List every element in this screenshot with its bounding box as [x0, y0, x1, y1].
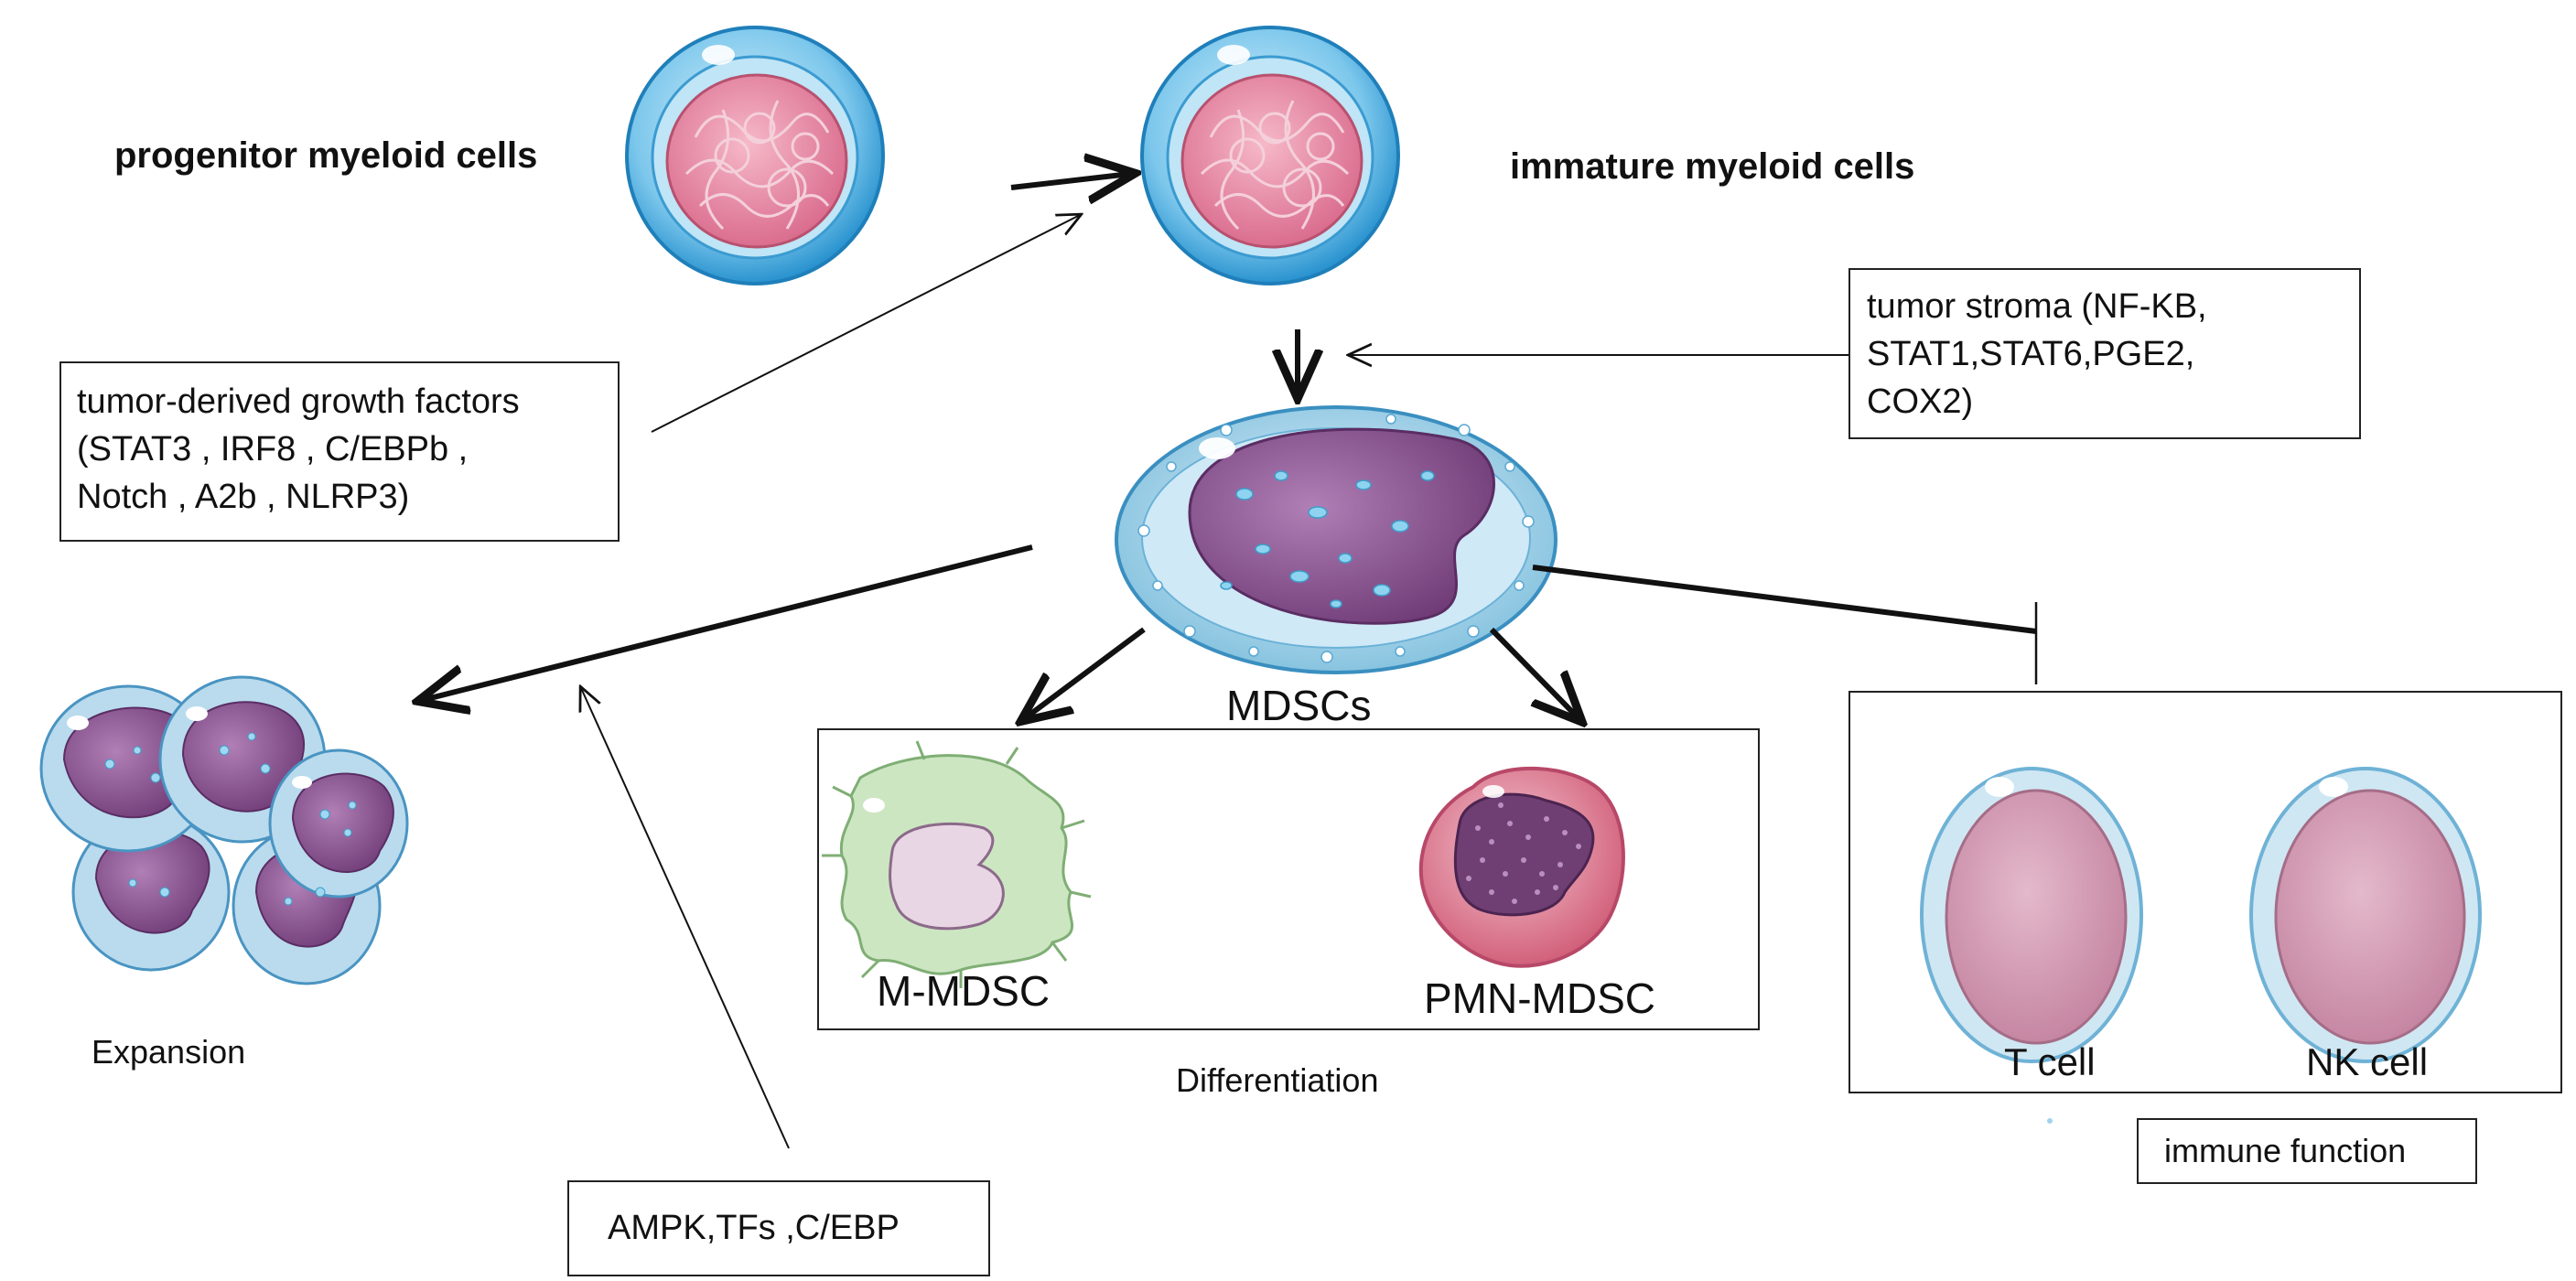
stray-dot — [2047, 1118, 2053, 1124]
expansion-cell-1 — [71, 813, 231, 972]
immune-cells-box — [1848, 691, 2562, 1093]
immune-function-text: immune function — [2164, 1132, 2407, 1169]
label-progenitor: progenitor myeloid cells — [114, 135, 538, 176]
arrow-to-pmn-mdsc — [1489, 627, 1579, 718]
growth-factors-text: tumor-derived growth factors (STAT3 , IR… — [77, 382, 520, 516]
inhibition-to-immune-cells — [1532, 565, 2038, 684]
progenitor-cell — [625, 26, 885, 285]
label-m-mdsc: M-MDSC — [877, 967, 1051, 1015]
immature-cell — [1140, 26, 1400, 285]
expansion-cell-5 — [268, 748, 409, 899]
pmn-mdsc-cell — [1418, 766, 1625, 968]
t-cell — [1920, 767, 2143, 1063]
tumor-stroma-text: tumor stroma (NF-KB, STAT1,STAT6,PGE2, C… — [1867, 287, 2207, 421]
expansion-cluster — [39, 675, 409, 985]
differentiation-box — [817, 728, 1760, 1030]
label-differentiation: Differentiation — [1176, 1061, 1379, 1099]
arrow-growth-factors — [651, 215, 1080, 433]
label-mdscs: MDSCs — [1226, 682, 1372, 729]
growth-factors-box: tumor-derived growth factors (STAT3 , IR… — [59, 361, 620, 542]
label-nk-cell: NK cell — [2306, 1040, 2429, 1083]
label-pmn-mdsc: PMN-MDSC — [1424, 974, 1655, 1022]
immune-function-box: immune function — [2137, 1118, 2477, 1184]
nk-cell — [2249, 767, 2482, 1063]
mdsc-cell — [1115, 405, 1557, 674]
tumor-stroma-box: tumor stroma (NF-KB, STAT1,STAT6,PGE2, C… — [1848, 268, 2361, 439]
arrow-ampk — [581, 688, 790, 1149]
arrow-to-m-mdsc — [1025, 627, 1146, 718]
arrow-to-expansion — [423, 544, 1033, 700]
label-expansion: Expansion — [92, 1033, 246, 1071]
arrow-progenitor-to-immature — [1010, 174, 1130, 188]
m-mdsc-cell — [822, 740, 1092, 988]
label-t-cell: T cell — [2004, 1040, 2096, 1083]
ampk-box: AMPK,TFs ,C/EBP — [567, 1180, 990, 1276]
label-immature: immature myeloid cells — [1510, 146, 1915, 187]
ampk-text: AMPK,TFs ,C/EBP — [608, 1209, 900, 1247]
